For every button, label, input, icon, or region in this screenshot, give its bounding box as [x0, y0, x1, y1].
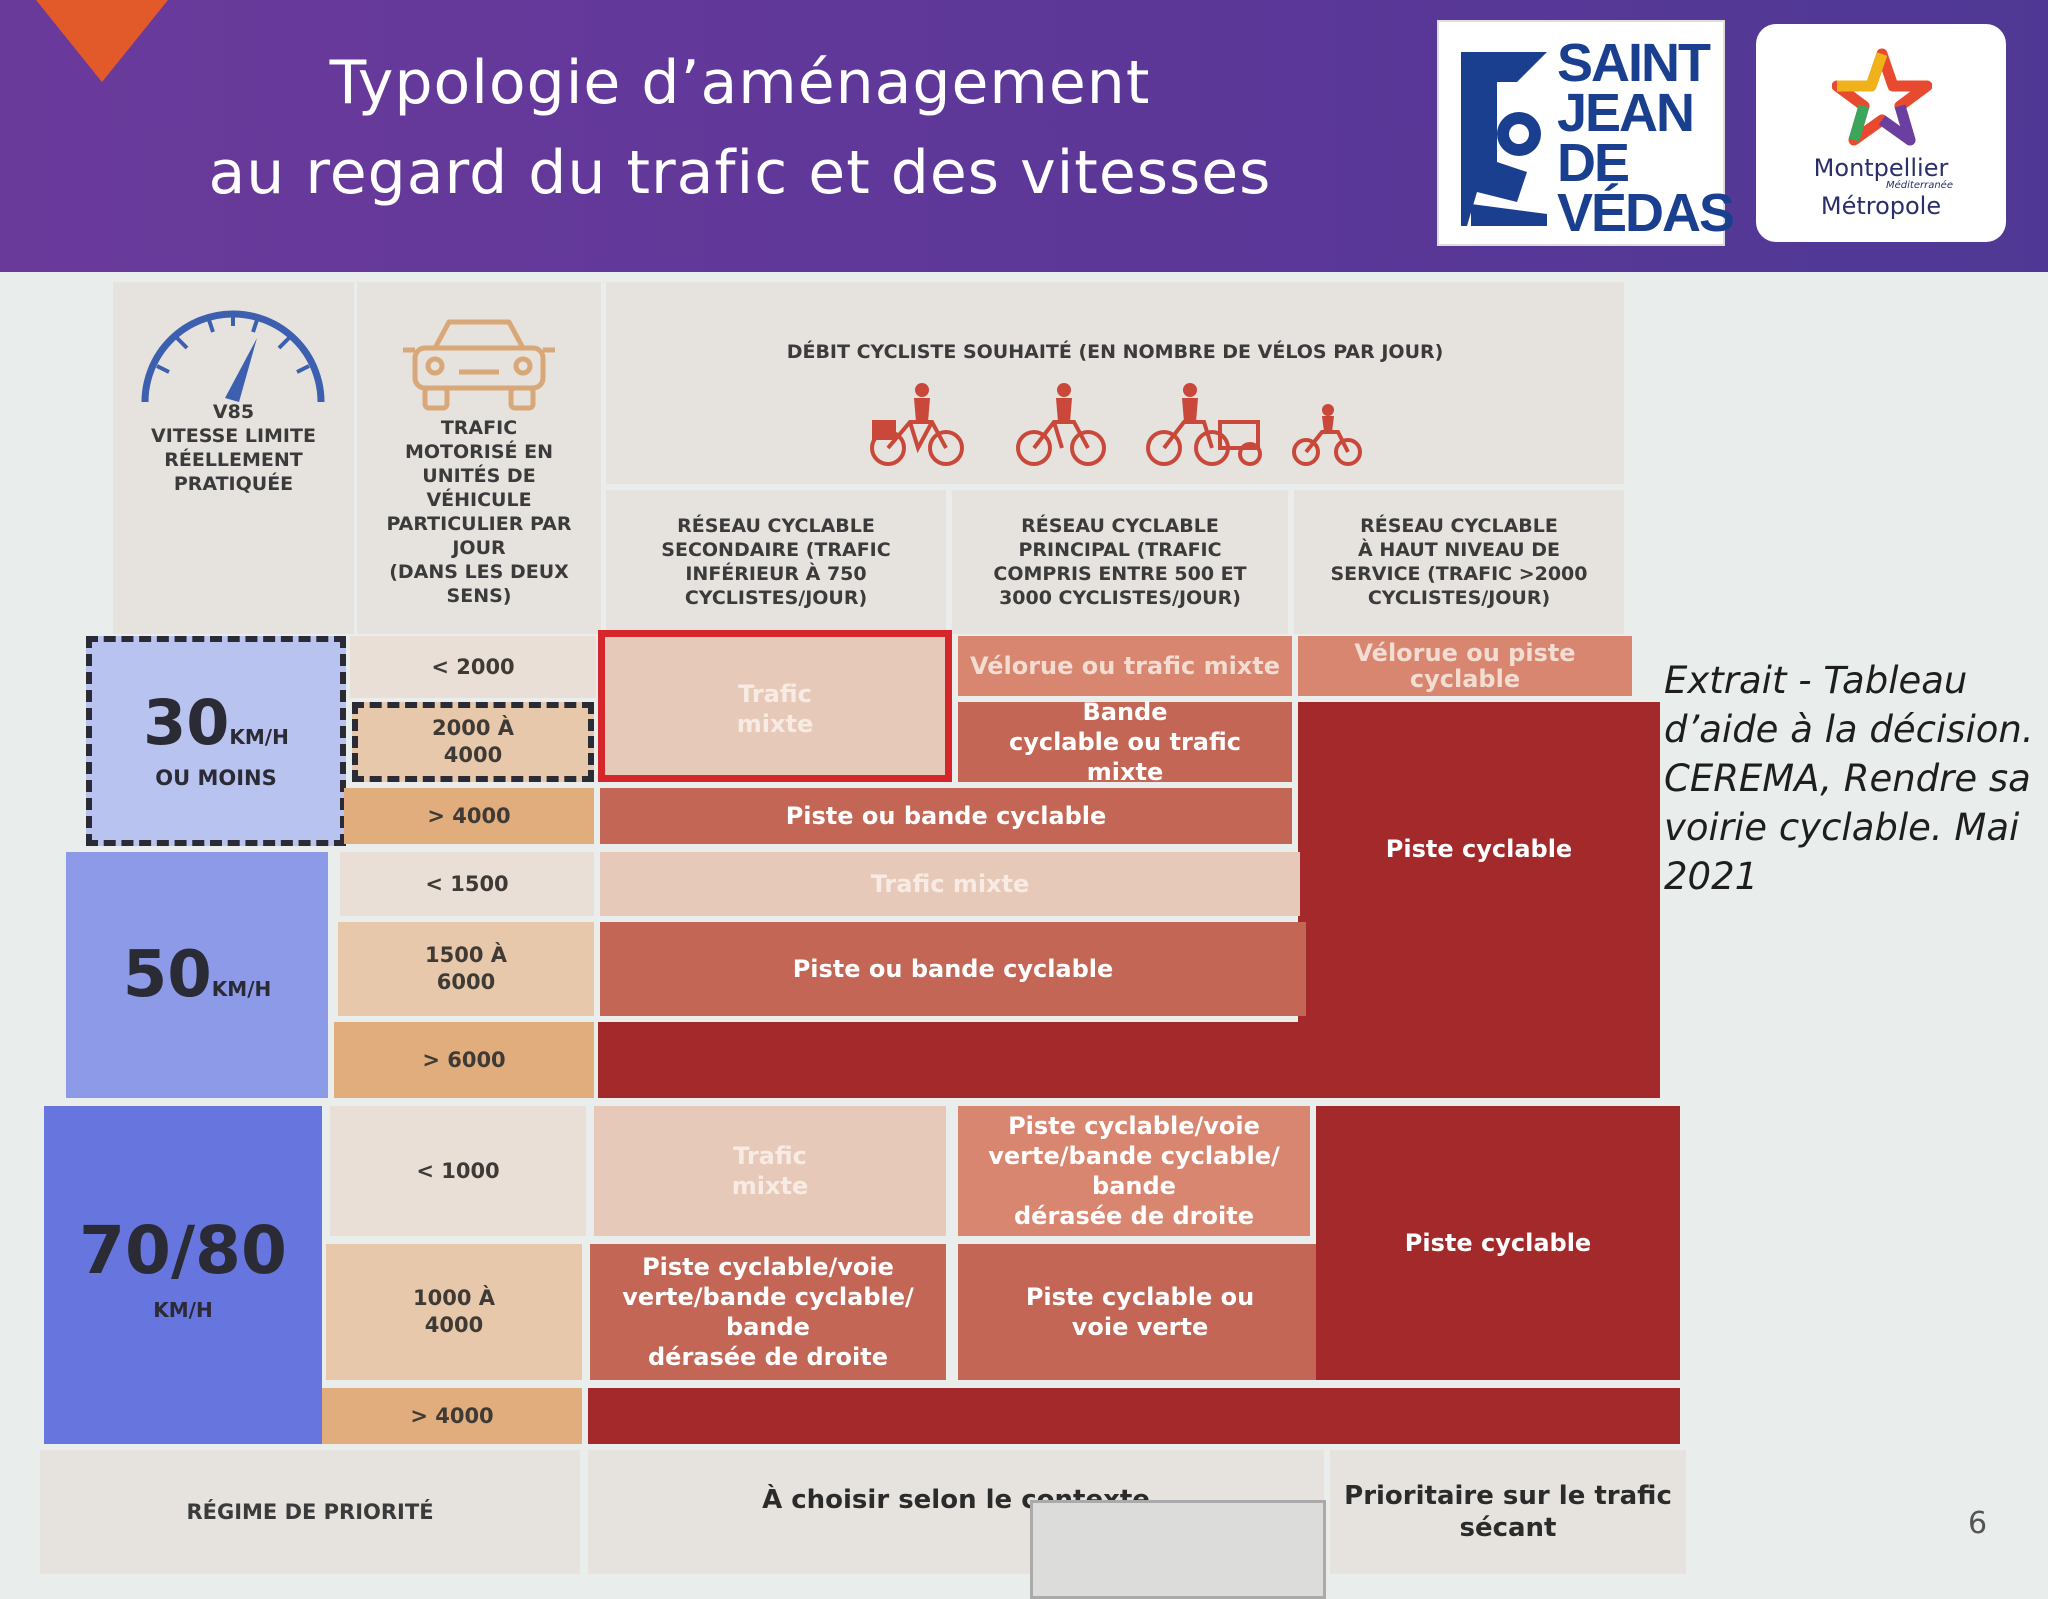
velorue-mixte-cell: Vélorue ou trafic mixte [958, 636, 1292, 696]
bicycles-icon [870, 383, 1362, 466]
speed-header-label: V85 VITESSE LIMITE RÉELLEMENT PRATIQUÉE [151, 401, 316, 495]
bande-mixte-cell: Bande cyclable ou trafic mixte [958, 698, 1292, 786]
logo-word-4: VÉDAS [1557, 183, 1735, 243]
car-icon [403, 319, 555, 411]
traffic-count-cell: < 1000 [330, 1106, 586, 1236]
traffic-header-label: TRAFIC MOTORISÉ EN UNITÉS DE VÉHICULE PA… [386, 417, 572, 607]
speed-30-cell: 30KM/H OU MOINS [86, 636, 346, 846]
logo-word-1: SAINT [1557, 33, 1711, 93]
trafic-mixte-highlighted-cell: Trafic mixte [598, 630, 952, 782]
speed-70-80-unit: KM/H [153, 1298, 213, 1322]
traffic-count-cell: 1000 À 4000 [326, 1244, 582, 1380]
speedometer-icon [141, 310, 325, 403]
footer-overlay-box [1030, 1500, 1326, 1599]
piste-bande-cell: Piste ou bande cyclable [600, 788, 1292, 844]
piste-voie-verte-cell: Piste cyclable/voie verte/bande cyclable… [958, 1106, 1310, 1236]
traffic-count-cell: < 2000 [350, 636, 596, 698]
piste-bande-cell: Piste ou bande cyclable [600, 922, 1306, 1016]
logo-text-mediterranee: Méditerranée [1886, 180, 1953, 191]
priority-over-crossing-cell: Prioritaire sur le trafic sécant [1330, 1450, 1686, 1574]
corner-triangle [36, 0, 168, 82]
source-note: Extrait - Tableau d’aide à la décision. … [1664, 659, 2034, 898]
saint-jean-de-vedas-logo: SAINT JEAN DE VÉDAS [1437, 20, 1735, 246]
priority-regime-label: RÉGIME DE PRIORITÉ [40, 1450, 580, 1574]
cyclist-flow-header: DÉBIT CYCLISTE SOUHAITÉ (EN NOMBRE DE VÉ… [606, 282, 1624, 484]
logo-text-montpellier: Montpellier [1813, 154, 1949, 182]
dark-red-fill-cell [598, 1022, 1660, 1098]
page-number: 6 [1968, 1506, 1988, 1541]
speed-70-80-label: 70/80 [79, 1212, 287, 1289]
cyclist-flow-label: DÉBIT CYCLISTE SOUHAITÉ (EN NOMBRE DE VÉ… [786, 341, 1444, 363]
speed-70-80-cell: 70/80 KM/H [44, 1106, 322, 1444]
speed-30-sub-label: OU MOINS [155, 766, 277, 790]
logo-word-3: DE [1557, 133, 1630, 193]
emblem-icon [1461, 52, 1547, 226]
speed-50-cell: 50KM/H [66, 852, 328, 1098]
piste-cyclable-cell: Piste cyclable [1316, 1106, 1680, 1380]
secondary-network-header: RÉSEAU CYCLABLE SECONDAIRE (TRAFIC INFÉR… [606, 490, 946, 634]
slide-header: Typologie d’aménagement au regard du tra… [0, 0, 2048, 272]
high-service-network-header: RÉSEAU CYCLABLE À HAUT NIVEAU DE SERVICE… [1294, 490, 1624, 634]
dark-red-fill-cell [588, 1388, 1680, 1444]
logo-word-2: JEAN [1557, 83, 1695, 143]
traffic-count-cell: 1500 À 6000 [338, 922, 594, 1016]
speed-column-header: V85 VITESSE LIMITE RÉELLEMENT PRATIQUÉE [113, 282, 354, 634]
slide-title-line-1: Typologie d’aménagement [329, 48, 1151, 118]
traffic-count-cell: < 1500 [340, 852, 594, 916]
piste-voie-verte-cell: Piste cyclable/voie verte/bande cyclable… [590, 1244, 946, 1380]
montpellier-metropole-logo: Montpellier Méditerranée Métropole [1756, 24, 2006, 242]
piste-ou-voie-verte-cell: Piste cyclable ou voie verte [958, 1244, 1322, 1380]
traffic-count-cell: > 4000 [344, 788, 594, 844]
main-network-header: RÉSEAU CYCLABLE PRINCIPAL (TRAFIC COMPRI… [952, 490, 1288, 634]
speed-30-label: 30KM/H [143, 686, 289, 759]
logo-text-metropole: Métropole [1820, 192, 1942, 220]
speed-50-label: 50KM/H [122, 938, 272, 1012]
star-icon [1832, 48, 1932, 146]
velorue-piste-cell: Vélorue ou piste cyclable [1298, 636, 1632, 696]
trafic-mixte-cell: Trafic mixte [594, 1106, 946, 1236]
trafic-mixte-cell: Trafic mixte [600, 852, 1300, 916]
traffic-count-cell: > 6000 [334, 1022, 594, 1098]
traffic-count-cell: > 4000 [322, 1388, 582, 1444]
slide-title-line-2: au regard du trafic et des vitesses [208, 138, 1272, 208]
traffic-count-cell: 2000 À 4000 [352, 702, 594, 782]
traffic-column-header: TRAFIC MOTORISÉ EN UNITÉS DE VÉHICULE PA… [357, 282, 601, 634]
